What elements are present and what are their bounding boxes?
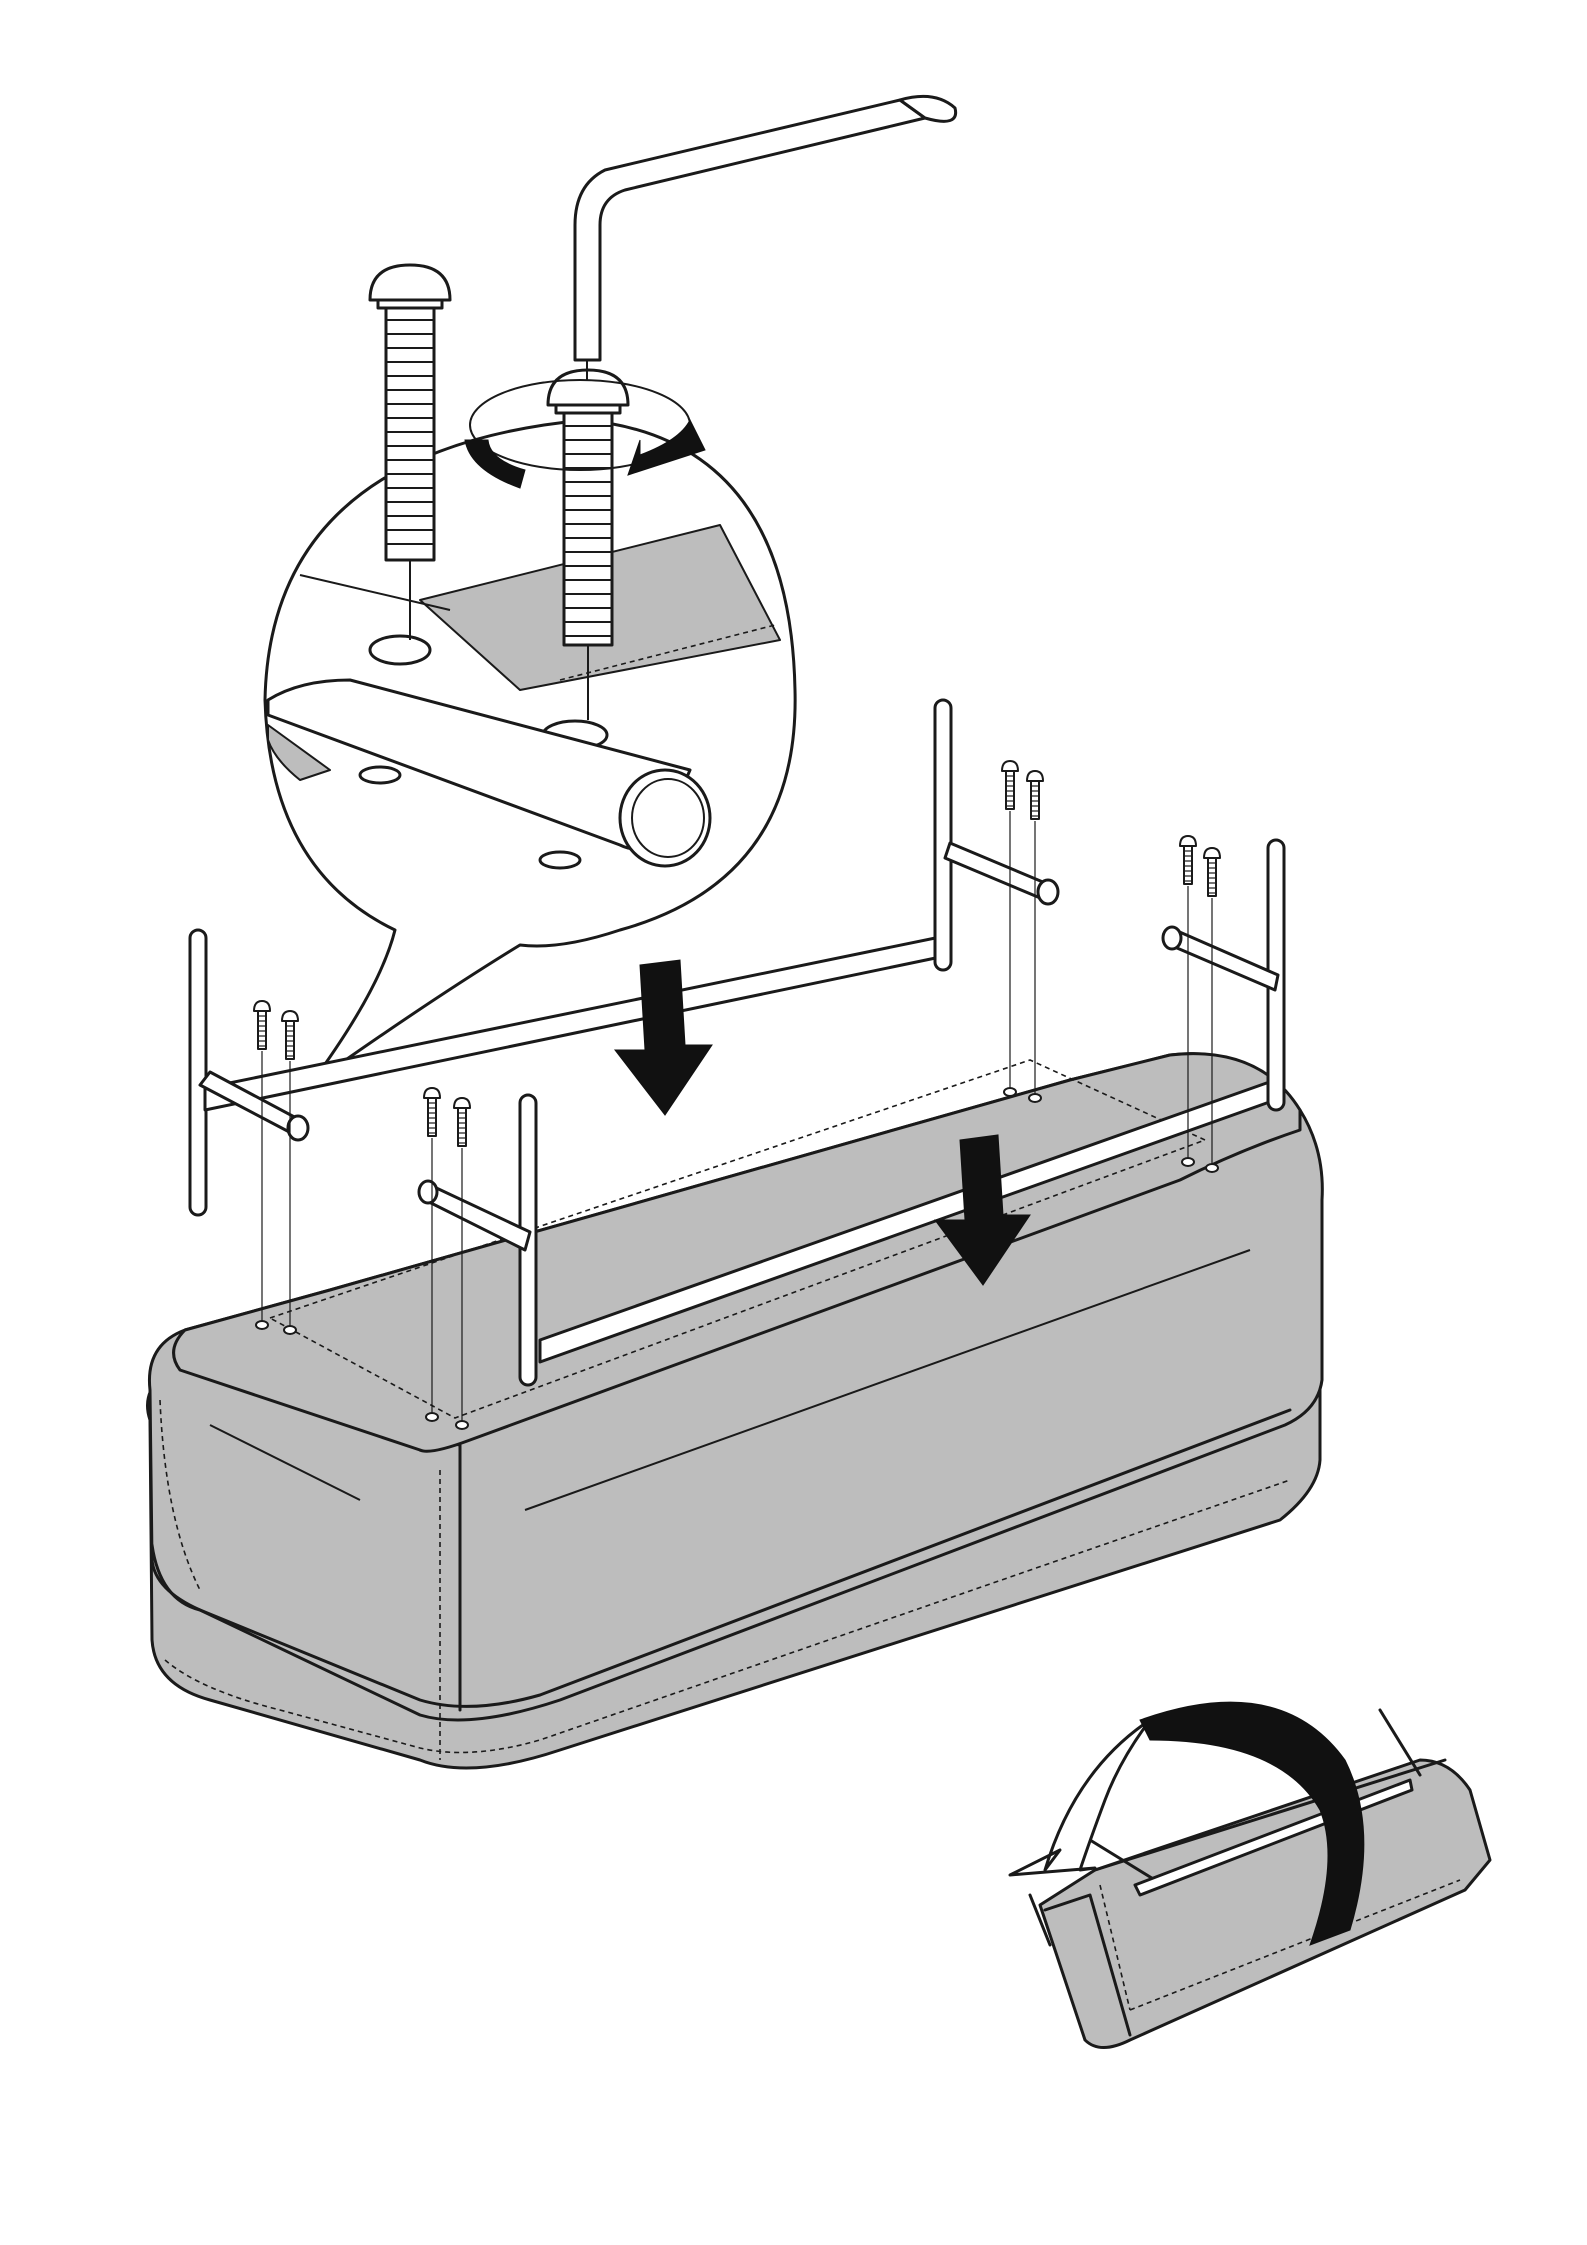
frame-right-far-arm-end	[1163, 927, 1181, 949]
ottoman-cushion	[148, 1054, 1323, 1768]
frame-left-cross-arm-far	[945, 843, 1050, 900]
frame-right-cross-arm	[425, 1185, 530, 1250]
frame-left-far-arm-end	[1038, 880, 1058, 904]
frame-left-leg-back	[190, 930, 206, 1215]
small-screw	[1002, 761, 1018, 1096]
small-screw	[282, 1011, 298, 1334]
flip-cushion	[1040, 1760, 1490, 2048]
frame-right-arm-end	[419, 1181, 437, 1203]
frame-right-cross-arm-far	[1170, 930, 1278, 990]
zoom-tube-hole-1	[360, 767, 400, 783]
zoom-tube-hole-2	[540, 852, 580, 868]
small-screw	[254, 1001, 270, 1329]
allen-key-icon	[575, 96, 956, 380]
zoom-tube-end	[620, 770, 710, 866]
flip-over-illustration	[1010, 1702, 1490, 2047]
flip-over-icon	[1010, 1720, 1150, 1875]
down-arrow-icon	[615, 960, 712, 1115]
zoom-hole-1	[370, 636, 430, 664]
frame-left-leg-far	[935, 700, 951, 970]
frame-left-arm-end	[288, 1116, 308, 1140]
frame-left-top-bar	[205, 935, 950, 1110]
small-screw	[1027, 771, 1043, 1102]
